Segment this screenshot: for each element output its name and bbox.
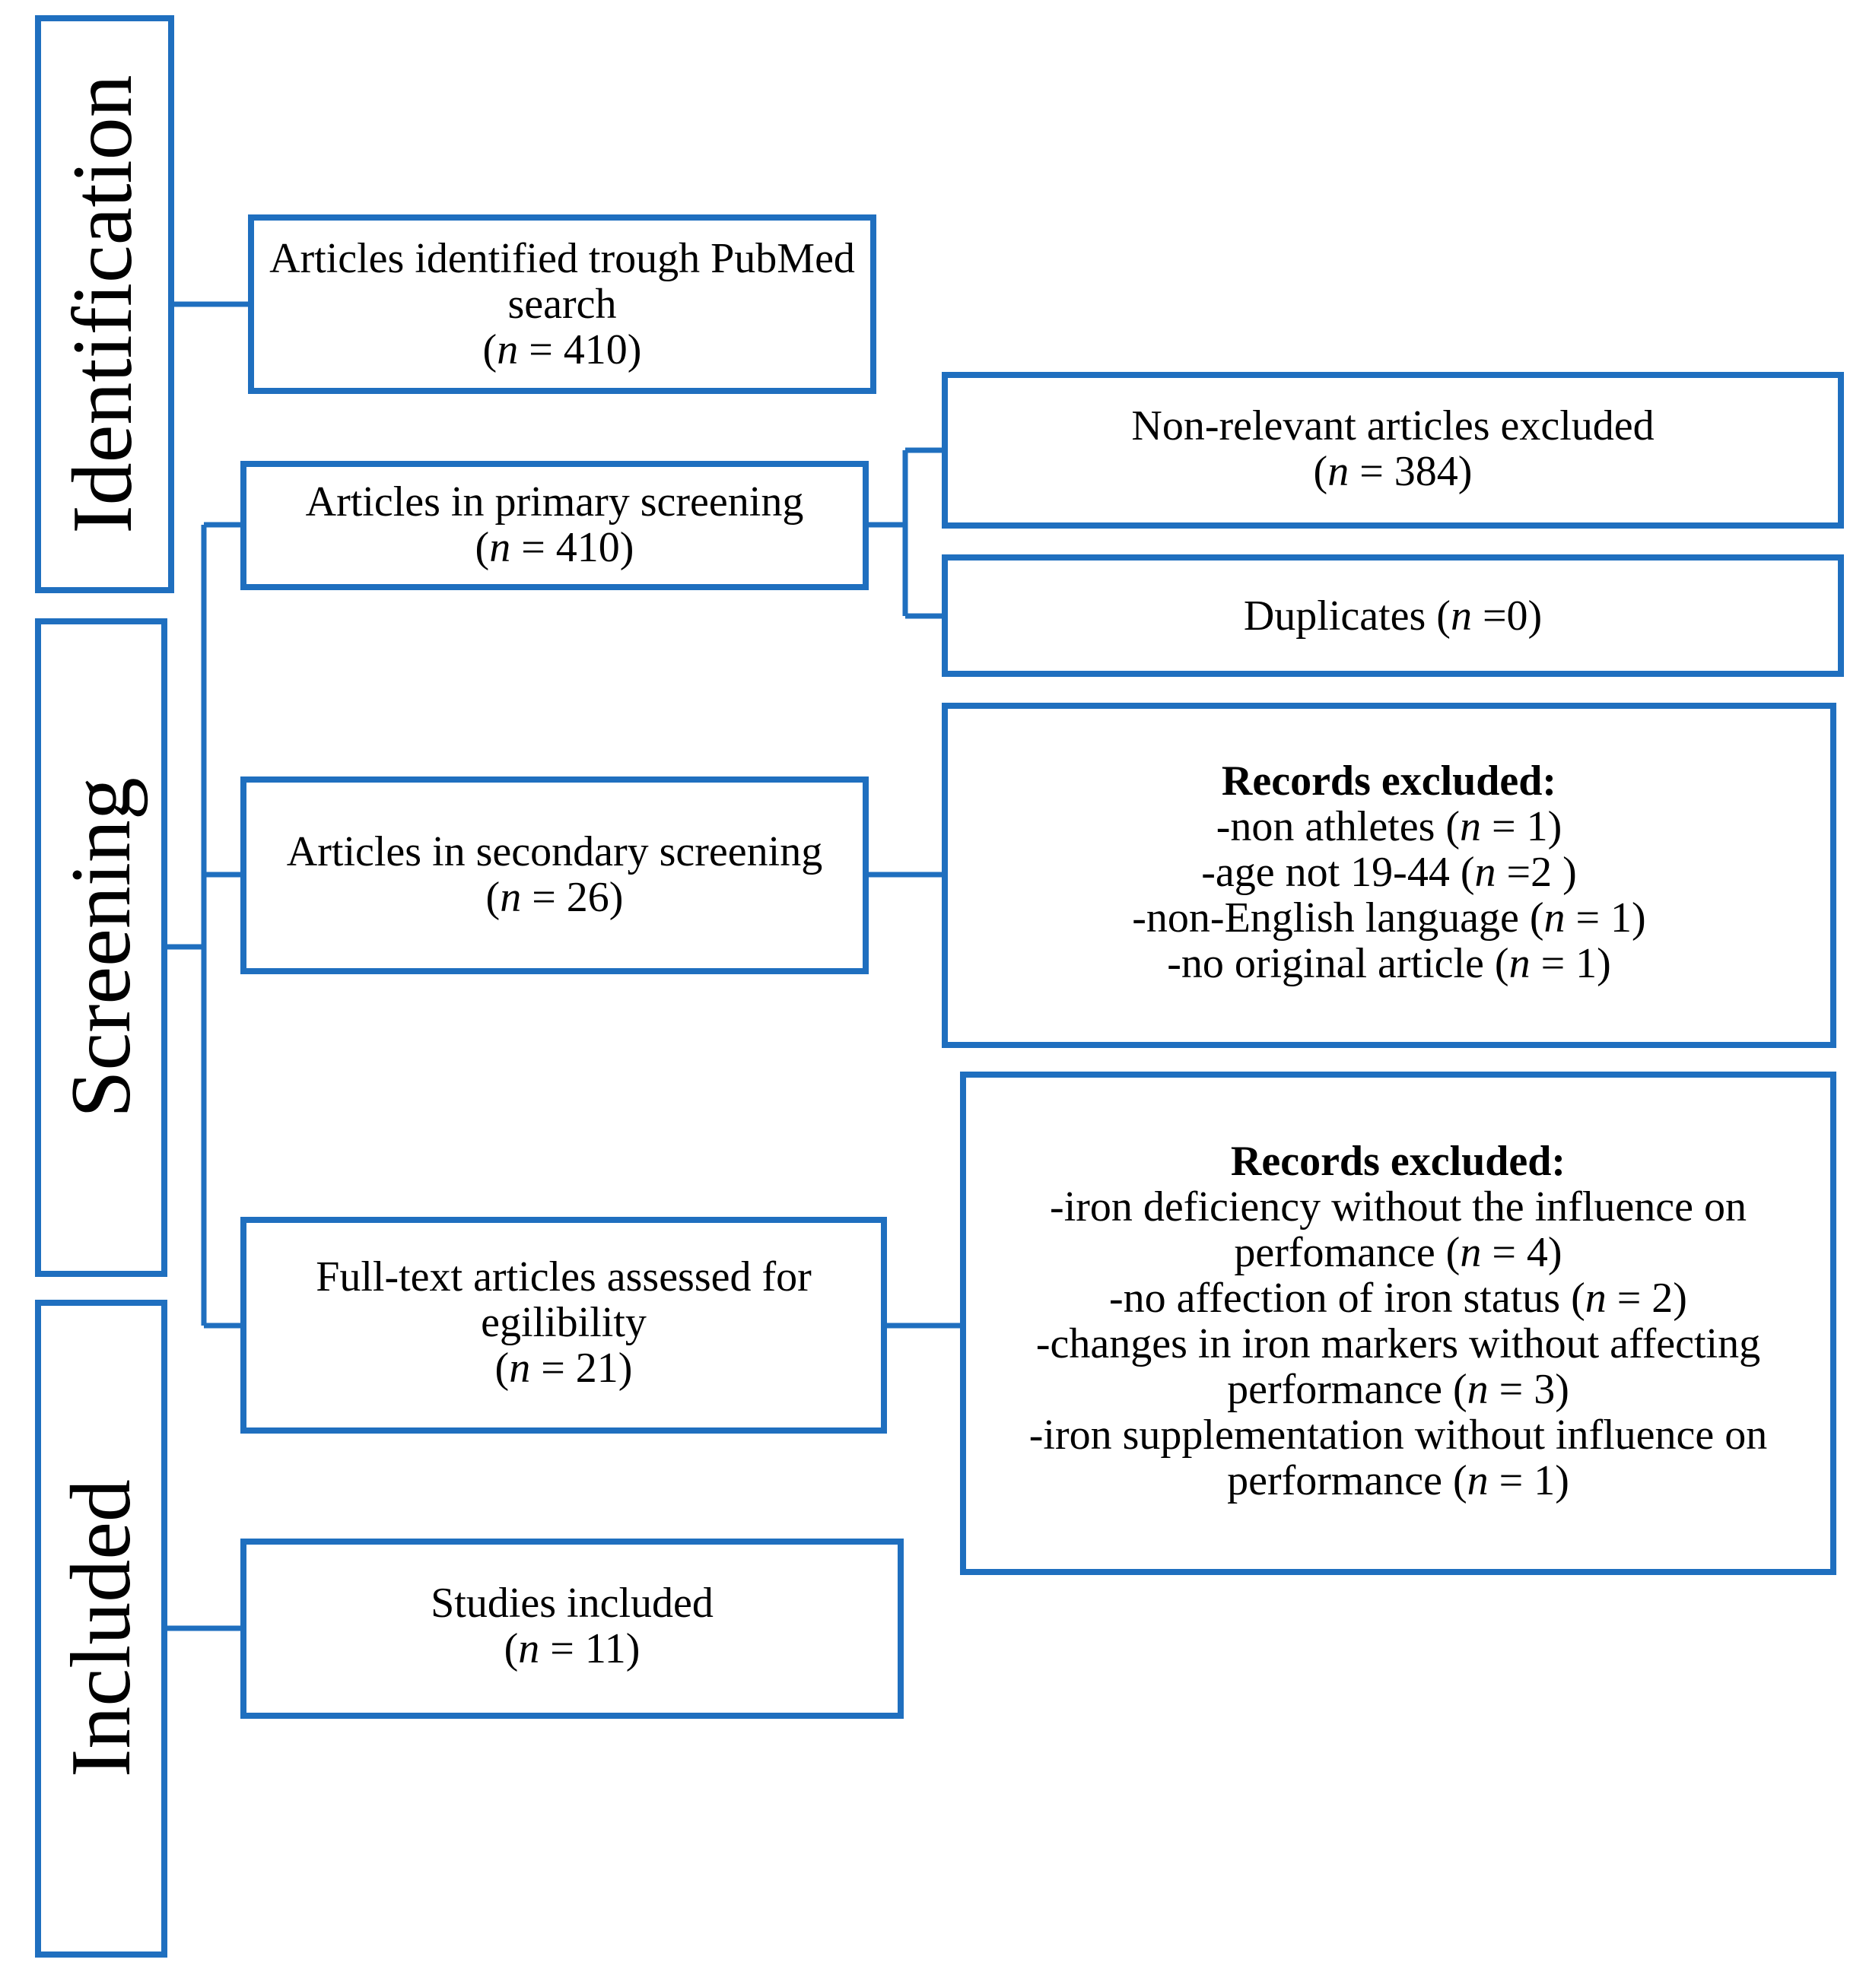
excluded1-item: -no original article (n = 1) [1167,940,1611,987]
fulltext-count: (n = 21) [495,1345,633,1392]
pubmed-line2: search [507,281,616,328]
excluded2-item: performance (n = 3) [1227,1366,1569,1413]
primary-count: (n = 410) [475,524,634,571]
stage-label-included: Included [54,1479,148,1777]
excluded2-item: perfomance (n = 4) [1234,1229,1562,1276]
nonrelevant-line1: Non-relevant articles excluded [1131,402,1654,449]
stage-label-screening: Screening [54,777,148,1118]
excluded2-heading: Records excluded: [1231,1138,1566,1185]
connector-screening-trunk [164,522,243,1329]
excluded2-item: -no affection of iron status (n = 2) [1109,1275,1687,1322]
excluded1-heading: Records excluded: [1222,757,1556,805]
excluded2-item: -iron supplementation without influence … [1029,1412,1767,1459]
secondary-line1: Articles in secondary screening [287,828,822,875]
excluded1-item: -age not 19-44 (n =2 ) [1201,849,1576,896]
box-primary-screening [240,461,869,590]
excluded1-item: -non athletes (n = 1) [1216,803,1562,850]
included-line1: Studies included [431,1580,714,1627]
primary-line1: Articles in primary screening [306,478,804,526]
box-fulltext-assessed [240,1217,887,1434]
box-records-excluded-fulltext [960,1072,1836,1575]
box-nonrelevant-excluded [942,372,1844,529]
secondary-count: (n = 26) [486,874,624,921]
connector-primary-exclusions [866,447,945,619]
box-records-excluded-secondary [942,703,1836,1048]
nonrelevant-count: (n = 384) [1314,448,1473,495]
excluded2-item: -iron deficiency without the influence o… [1050,1183,1747,1231]
box-pubmed-search [248,214,876,394]
fulltext-line1: Full-text articles assessed for [316,1253,812,1300]
fulltext-line2: egilibility [481,1299,647,1346]
pubmed-line1: Articles identified trough PubMed [269,235,855,282]
excluded2-item: performance (n = 1) [1227,1457,1569,1504]
included-count: (n = 11) [504,1625,641,1672]
box-studies-included [240,1539,904,1719]
excluded2-item: -changes in iron markers without affecti… [1036,1320,1760,1367]
stage-label-identification: Identification [56,75,150,533]
pubmed-count: (n = 410) [483,326,642,373]
box-secondary-screening [240,776,869,974]
excluded1-item: -non-English language (n = 1) [1132,894,1645,942]
box-duplicates [942,554,1844,677]
duplicates-line1: Duplicates (n =0) [1244,592,1542,640]
